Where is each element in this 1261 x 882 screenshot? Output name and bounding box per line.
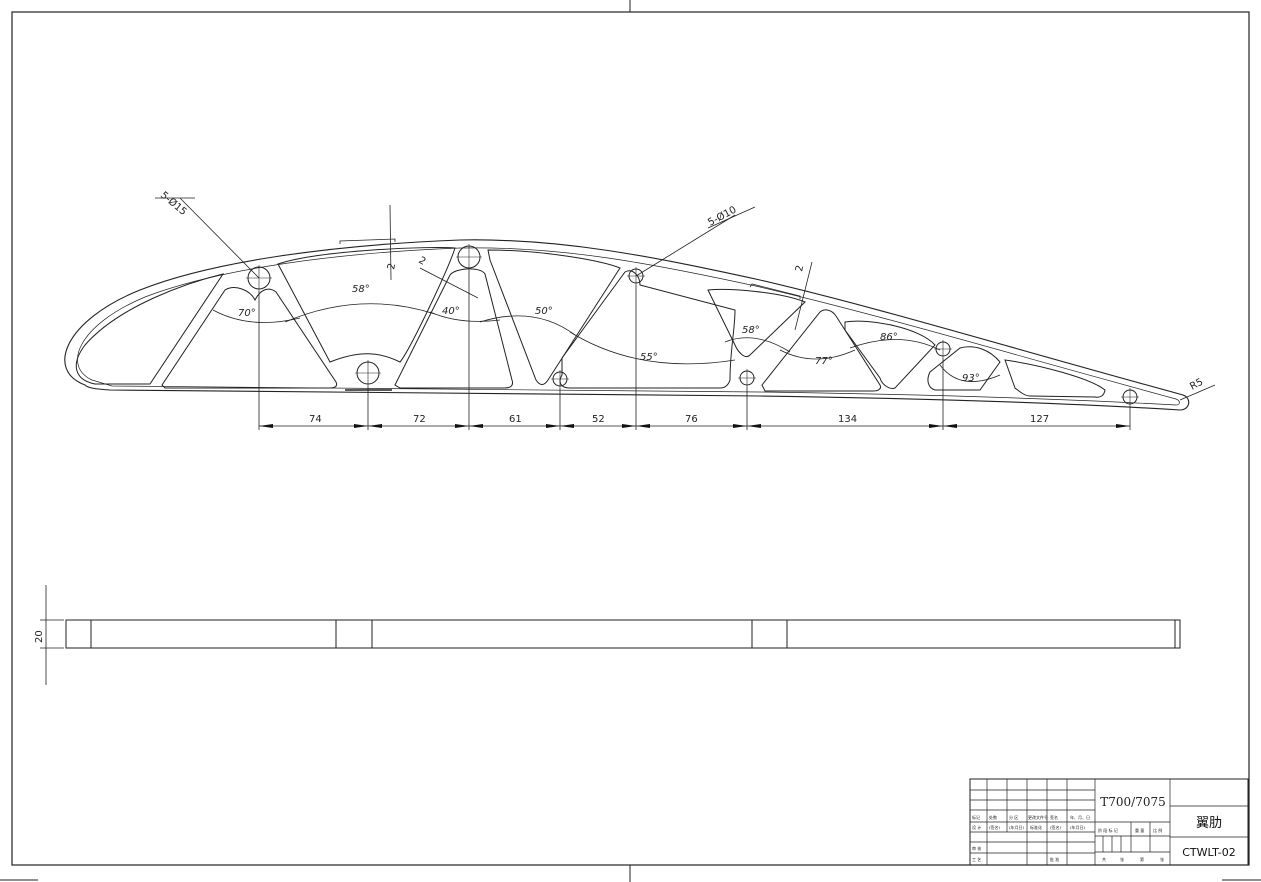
dim-spacing-5: 76: [685, 414, 698, 425]
hole-4: [551, 370, 569, 388]
title-block: 标记 处数 分 区 更改文件号 签名 年、月、日 设 计 (签名) (年月日) …: [969, 778, 1249, 866]
tb-change-doc: 更改文件号: [1028, 814, 1048, 820]
dim-spacing-6: 134: [838, 414, 857, 425]
material: T700/7075: [1100, 795, 1166, 809]
rib-inner-offset: [77, 247, 1180, 406]
tb-date: 年、月、日: [1070, 814, 1090, 820]
angle-labels: 70° 58° 40° 50° 55° 58° 77° 86° 93°: [238, 284, 980, 384]
hole-6: [738, 369, 756, 387]
tb-standard-sign: (签名): [1050, 824, 1062, 830]
arrowhead: [354, 424, 368, 428]
dimension-arrowheads: [259, 424, 1130, 428]
tb-design-sign: (签名): [989, 824, 1001, 830]
thickness-label: 20: [34, 630, 45, 643]
rib-front-view: [64, 197, 1216, 430]
angle-label-2: 58°: [352, 284, 370, 295]
rib-side-view: [40, 585, 1181, 685]
arrowhead: [636, 424, 650, 428]
flange-label-3: 2: [794, 264, 806, 272]
drawing-number: CTWLT-02: [1182, 846, 1236, 859]
arrowhead: [546, 424, 560, 428]
tb-mark: 标记: [972, 814, 980, 820]
dimension-lines: [258, 270, 1131, 430]
angle-label-1: 70°: [238, 308, 256, 319]
tb-sheet-no: 第: [1140, 856, 1144, 862]
angle-label-8: 86°: [880, 332, 898, 343]
arrowhead: [929, 424, 943, 428]
tb-count: 处数: [989, 814, 997, 820]
angle-arcs: [212, 303, 1001, 382]
arrowhead: [747, 424, 761, 428]
dim-spacing-2: 72: [413, 414, 426, 425]
part-name: 翼肋: [1196, 816, 1222, 831]
tb-design: 设 计: [972, 824, 981, 830]
tb-review: 审 核: [972, 845, 981, 851]
hole-7: [934, 340, 952, 358]
tb-standard: 标准化: [1030, 824, 1042, 830]
arrowhead: [733, 424, 747, 428]
tb-total: 共: [1102, 856, 1106, 862]
arrowhead: [622, 424, 636, 428]
angle-label-4: 50°: [535, 306, 553, 317]
tb-design-date: (年月日): [1009, 824, 1025, 830]
tb-sheet-unit-2: 张: [1160, 856, 1164, 862]
tb-sign: 签名: [1050, 814, 1058, 820]
angle-label-6: 58°: [742, 325, 760, 336]
tb-weight: 重 量: [1135, 827, 1144, 833]
hole-callout-large: 5-Ø15: [158, 189, 189, 218]
tb-standard-date: (年月日): [1070, 824, 1086, 830]
dim-spacing-7: 127: [1030, 414, 1049, 425]
lightening-pockets: [75, 247, 1106, 398]
tb-process: 工 艺: [972, 857, 981, 862]
hole-callout-small: 5-Ø10: [706, 204, 739, 229]
angle-label-5: 55°: [640, 352, 658, 363]
flange-label-1: 2: [386, 262, 398, 270]
leader-lines: [155, 197, 1216, 401]
dim-spacing-4: 52: [592, 414, 605, 425]
arrowhead: [943, 424, 957, 428]
tb-stage: 阶 段 标 记: [1098, 827, 1118, 833]
dimension-labels: 74 72 61 52 76 134 127 5-Ø15 5-Ø10 R5 20…: [34, 189, 1205, 643]
arrowhead: [560, 424, 574, 428]
rib-outer-contour: [64, 239, 1190, 411]
angle-label-7: 77°: [815, 356, 833, 367]
hole-3: [456, 244, 482, 270]
hole-2: [345, 360, 392, 391]
hole-8: [1121, 388, 1139, 406]
tb-zone: 分 区: [1009, 814, 1018, 820]
dim-spacing-3: 61: [509, 414, 522, 425]
dim-spacing-1: 74: [309, 414, 322, 425]
arrowhead: [259, 424, 273, 428]
arrowhead: [455, 424, 469, 428]
angle-label-3: 40°: [442, 306, 460, 317]
tb-scale: 比 例: [1153, 827, 1162, 833]
top-flange-joggles: [339, 238, 801, 299]
arrowhead: [469, 424, 483, 428]
holes: [246, 244, 1139, 406]
flange-label-2: 2: [417, 255, 428, 268]
angle-label-9: 93°: [962, 373, 980, 384]
tb-sheet-unit-1: 张: [1120, 856, 1124, 862]
arrowhead: [1116, 424, 1130, 428]
arrowhead: [368, 424, 382, 428]
tb-approve: 批 准: [1050, 856, 1059, 862]
